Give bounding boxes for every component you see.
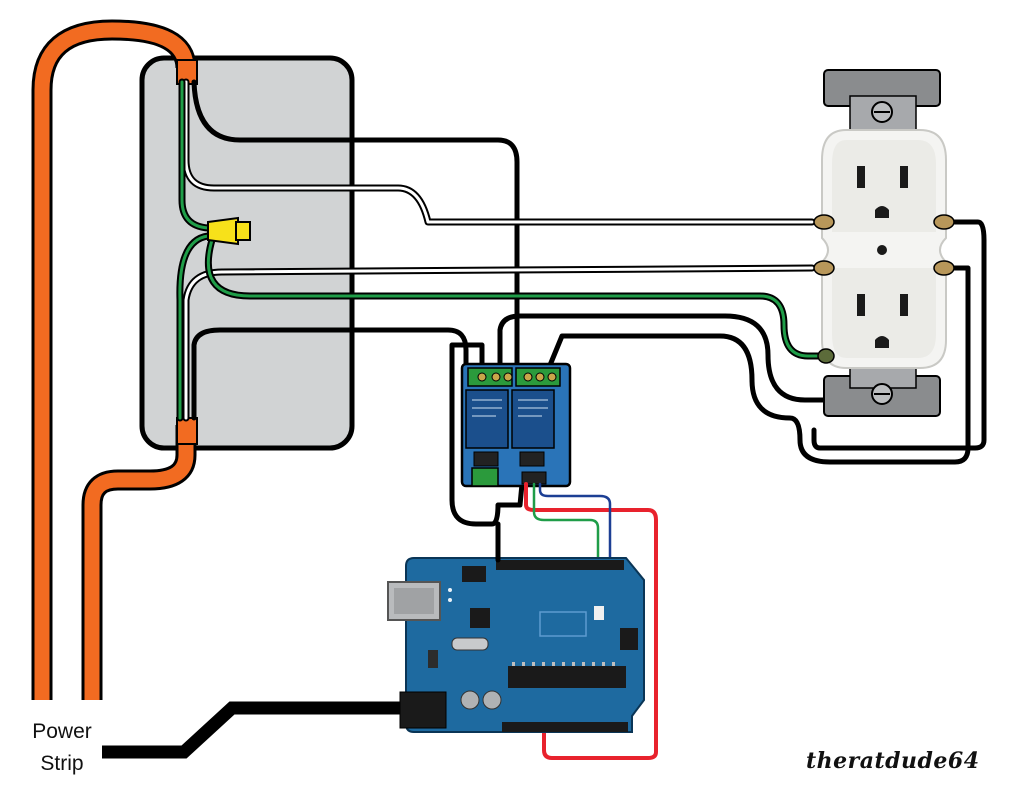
power-strip-label-line2: Strip [40,752,84,775]
relay-vcc-wire [524,482,658,760]
outlet-ground-hole [875,206,889,218]
signal-wires [524,482,658,760]
arduino-uno-board [387,557,645,733]
outlet-slot [857,166,865,188]
capacitor [482,690,502,710]
relay-power-terminal [471,467,499,487]
dc-barrel-jack [399,691,447,729]
atmega-chip [508,666,626,688]
relay-cube [511,389,555,449]
2-channel-relay-module [460,362,572,488]
ground-wire [176,78,830,422]
cord-entry-bottom [176,417,198,445]
outlet-slot [900,294,908,316]
author-signature: theratdude64 [806,748,980,774]
hot-wire [191,79,987,558]
junction-box [139,55,355,451]
terminal-screw [813,214,955,364]
outlet-ground-hole [875,336,889,348]
outlet-slot [857,294,865,316]
relay-cube [465,389,509,449]
power-strip-label-line1: Power [32,720,92,743]
relay-in2-wire [538,482,612,560]
neutral-wire [182,78,816,422]
duplex-receptacle [813,69,955,417]
wire-nut [207,216,251,246]
digital-header [496,560,624,570]
relay-in1-wire [532,482,600,560]
power-cord [31,19,197,700]
dc-power-cable [102,701,400,759]
power-strip-label: Power Strip [22,716,102,780]
outlet-slot [900,166,908,188]
capacitor [460,690,480,710]
power-header [502,722,628,732]
icsp-header [620,628,638,650]
